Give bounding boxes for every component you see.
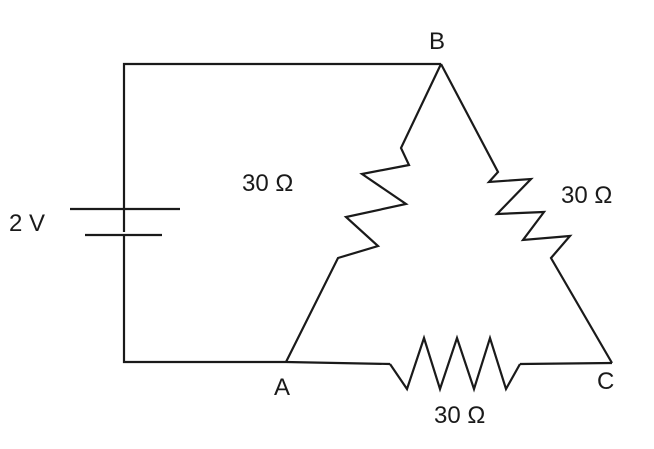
- node-label-b: B: [429, 28, 445, 55]
- wire-bottom-left: [122, 235, 286, 364]
- resistor-ab-label: 30 Ω: [242, 170, 293, 197]
- resistor-ab: [285, 63, 442, 363]
- resistor-bc: [440, 63, 613, 364]
- node-label-a: A: [274, 374, 290, 401]
- node-label-c: C: [597, 368, 614, 395]
- resistor-ac: [389, 334, 521, 393]
- wire-top: [122, 62, 441, 232]
- resistor-ac-label: 30 Ω: [434, 402, 485, 429]
- resistor-bc-label: 30 Ω: [561, 182, 612, 209]
- wire-a-to-resistor-ac: [285, 360, 391, 366]
- wire-resistor-ac-to-c: [519, 361, 613, 366]
- battery-label: 2 V: [9, 210, 45, 237]
